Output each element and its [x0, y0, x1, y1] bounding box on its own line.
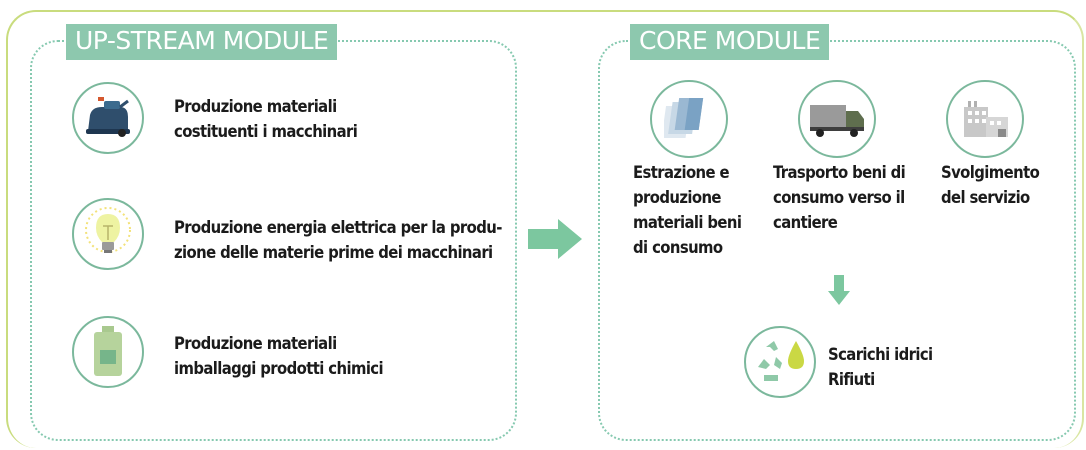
core-output-label: Scarichi idrici Rifiuti: [828, 345, 933, 389]
core-item-2-label: Trasporto beni di consumo verso il canti…: [773, 163, 906, 232]
building-icon: [946, 80, 1024, 158]
upstream-module: UP-STREAM MODULE: [30, 24, 517, 441]
core-module: CORE MODULE: [598, 24, 1076, 441]
paper-stack-icon: [650, 80, 728, 158]
flow-arrow-right-icon: [528, 219, 582, 259]
core-item-3-label: Svolgimento del servizio: [941, 163, 1040, 207]
cleaning-machine-icon: [72, 82, 144, 154]
upstream-module-title: UP-STREAM MODULE: [66, 24, 338, 60]
core-item-1-label: Estrazione e produzione materiali beni d…: [633, 163, 742, 257]
flow-arrow-down-icon: [828, 275, 850, 305]
upstream-item-3-label: Produzione materiali imballaggi prodotti…: [174, 334, 384, 378]
truck-icon: [798, 80, 876, 158]
core-module-title: CORE MODULE: [630, 24, 830, 60]
chemical-container-icon: [72, 316, 144, 388]
upstream-item-1-label: Produzione materiali costituenti i macch…: [174, 97, 358, 141]
recycle-water-icon: [744, 326, 816, 398]
lightbulb-icon: [72, 198, 144, 270]
outer-frame: [6, 10, 1084, 448]
upstream-item-2-label: Produzione energia elettrica per la prod…: [174, 218, 502, 262]
